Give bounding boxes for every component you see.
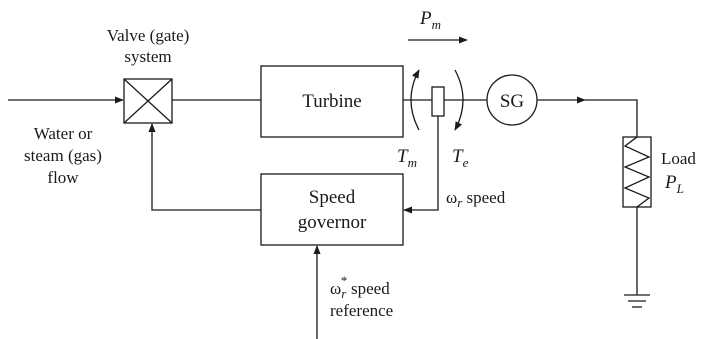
speed-feedback-arrow (403, 116, 439, 214)
shaft-coupling (431, 86, 445, 117)
load-power-label: PL (664, 172, 684, 196)
speed-reference-label-line2: reference (330, 301, 393, 320)
valve-label-line2: system (124, 47, 171, 66)
turbine-label: Turbine (302, 91, 361, 112)
load-zigzag (623, 136, 651, 208)
load-feed-line (585, 99, 638, 137)
mech-power-label: Pm (419, 8, 441, 32)
elec-torque-label: Te (452, 146, 469, 170)
mech-torque-label: Tm (397, 146, 417, 170)
valve-cross-line (123, 78, 173, 124)
load-label: Load (661, 149, 696, 168)
mech-torque-arrow (410, 69, 420, 131)
governor-label-line1: Speed (309, 187, 356, 208)
governor-block (260, 173, 404, 246)
speed-feedback-label: ωr speed (446, 188, 506, 210)
governor-label-line2: governor (298, 212, 367, 233)
speed-reference-label: ωr* speed (330, 273, 390, 301)
generator-label: SG (500, 91, 525, 112)
elec-torque-arrow (454, 69, 464, 131)
input-flow-label-line3: flow (47, 168, 79, 187)
turbine-block (260, 65, 404, 138)
governor-valve-arrow (148, 123, 261, 211)
valve-label-line1: Valve (gate) (107, 26, 190, 45)
input-flow-label-line1: Water or (34, 124, 93, 143)
input-flow-label-line2: steam (gas) (24, 146, 102, 165)
